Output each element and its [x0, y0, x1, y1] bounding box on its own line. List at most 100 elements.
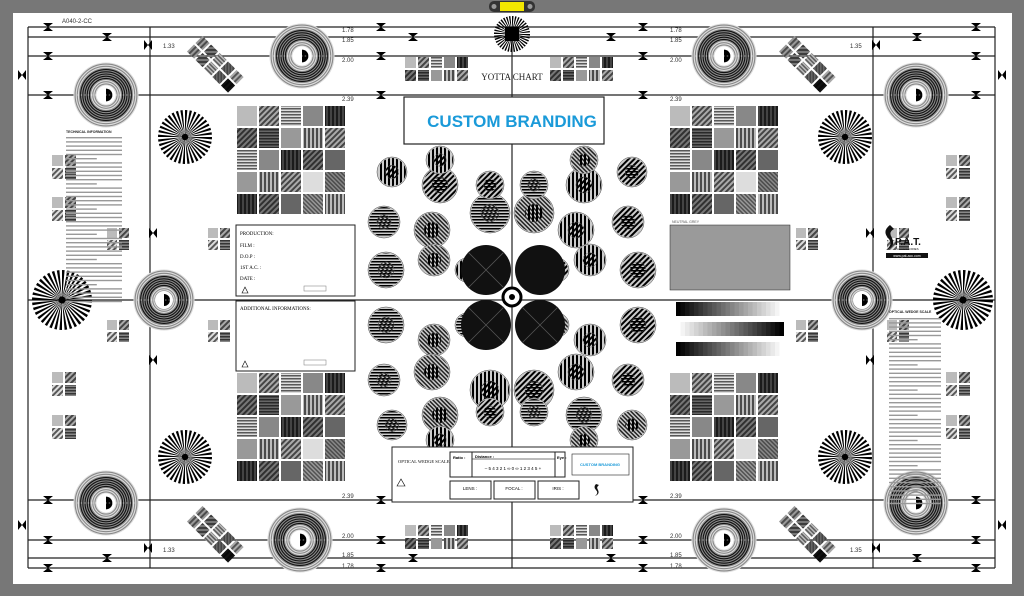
ring-target [691, 507, 757, 573]
patch-lines [303, 194, 323, 214]
black-disc [461, 245, 511, 295]
star-wedge [935, 300, 963, 315]
star-wedge [845, 431, 857, 457]
star-wedge [173, 457, 185, 483]
note-line [66, 145, 122, 147]
star-wedge [835, 110, 845, 137]
hourglass-marker [971, 91, 981, 99]
patch-lines [212, 539, 227, 555]
patch-lines [325, 128, 345, 148]
patch-grid [208, 320, 230, 342]
production-heading: PRODUCTION: [240, 232, 274, 237]
ring [75, 472, 137, 534]
patch [52, 197, 63, 208]
patch-lines [959, 197, 970, 208]
grey-step [766, 302, 771, 316]
ratio-label: 2.39 [342, 97, 354, 103]
production-field: D.O.P : [240, 255, 255, 260]
star-wedge [825, 137, 845, 158]
branding-text: CUSTOM BRANDING [427, 112, 597, 131]
patch [303, 439, 323, 459]
patch [259, 150, 279, 170]
patch [237, 106, 257, 126]
note-line [66, 221, 122, 223]
patch [325, 417, 345, 437]
star-wedge [178, 137, 185, 164]
grating-inner [620, 214, 636, 230]
star-wedge [180, 430, 185, 457]
patch [887, 320, 897, 330]
grating-inner [385, 165, 399, 179]
star-wedge [160, 137, 185, 151]
patch [736, 439, 756, 459]
grating-circle [469, 192, 511, 234]
star-wedge [845, 137, 869, 153]
ratio-label: 2.39 [342, 494, 354, 500]
patch-lines [259, 373, 279, 393]
ratio-label: 1.35 [850, 44, 862, 50]
grey-step [779, 342, 784, 356]
patch-lines [899, 240, 909, 250]
patch-lines [563, 538, 574, 549]
grating-inner [426, 332, 442, 348]
star-wedge [185, 457, 209, 473]
star-wedge [182, 457, 185, 484]
patch-lines [812, 548, 828, 563]
patch-lines [946, 428, 957, 439]
patch-lines [670, 150, 690, 170]
warning-icon [396, 478, 406, 487]
star-wedge [185, 447, 212, 457]
patch-lines [52, 168, 63, 179]
star-wedge [185, 436, 205, 457]
production-field: 1ST A.C. : [240, 266, 261, 271]
grey-step [730, 302, 735, 316]
patch-lines [758, 373, 778, 393]
note-line [66, 166, 122, 168]
note-line [66, 162, 122, 164]
star-wedge [62, 280, 87, 300]
patch-lines [959, 428, 970, 439]
grating-circle [619, 306, 657, 344]
patch-grid [946, 372, 970, 396]
patch [736, 172, 756, 192]
grating-inner [433, 433, 447, 447]
patch [946, 197, 957, 208]
patch-lines [444, 538, 455, 549]
patch-lines [758, 172, 778, 192]
note-line [66, 300, 122, 303]
star-wedge [171, 432, 185, 457]
star-wedge [51, 271, 62, 300]
star-wedge [185, 113, 201, 137]
hourglass-marker [638, 52, 648, 60]
star-wedge [845, 436, 865, 457]
star-wedge [845, 110, 852, 137]
ratio-label: 1.85 [342, 553, 354, 559]
grey-step [689, 342, 694, 356]
hourglass-marker [998, 520, 1006, 530]
grating-inner [431, 176, 449, 194]
hourglass-marker [149, 355, 157, 365]
star-wedge [185, 457, 199, 482]
grey-step [748, 342, 753, 356]
star-wedge [185, 137, 212, 140]
ring [82, 71, 130, 119]
ring [282, 522, 318, 558]
patch-lines [804, 539, 819, 555]
note-line [889, 410, 941, 412]
note-line [889, 372, 941, 374]
grey-step [725, 342, 730, 356]
patch-lines [65, 385, 76, 396]
grey-step [707, 342, 712, 356]
ring [700, 32, 748, 80]
patch-lines [821, 69, 836, 85]
patch [52, 155, 63, 166]
ratio-label: 1.85 [670, 553, 682, 559]
patch-lines [563, 57, 574, 68]
star-wedge [937, 282, 963, 300]
logo-mark-icon [594, 484, 599, 496]
star-wedge [963, 300, 992, 313]
ring [698, 514, 750, 566]
production-field: DATE : [240, 277, 255, 282]
patch-lines [821, 539, 836, 555]
star-wedge [940, 278, 963, 300]
